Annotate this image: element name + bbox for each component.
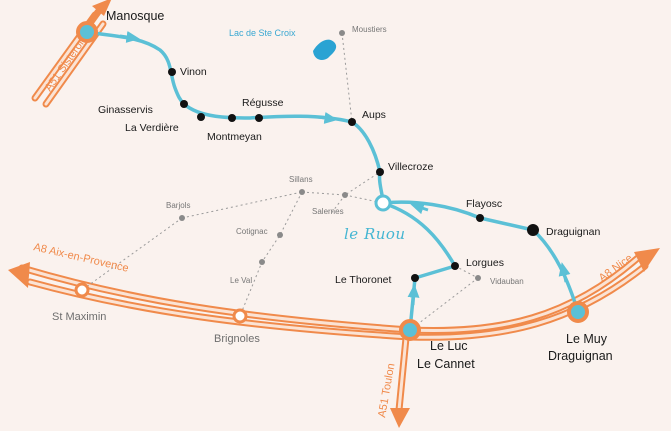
marker-salernes bbox=[342, 192, 348, 198]
marker-lorgues bbox=[451, 262, 459, 270]
marker-moustiers bbox=[339, 30, 345, 36]
label-manosque: Manosque bbox=[106, 9, 164, 23]
marker-le-val bbox=[259, 259, 265, 265]
marker-aups bbox=[348, 118, 356, 126]
label-le-ruou: le Ruou bbox=[344, 225, 406, 243]
label-barjols: Barjols bbox=[166, 201, 190, 210]
label-salernes: Salernes bbox=[312, 207, 344, 216]
marker-vinon bbox=[168, 68, 176, 76]
label-la-verdiere: La Verdière bbox=[125, 122, 179, 134]
route-arrow-icon bbox=[119, 30, 140, 43]
marker-flayosc bbox=[476, 214, 484, 222]
arrow-a51-sisteron-icon bbox=[92, 0, 112, 16]
label-lorgues: Lorgues bbox=[466, 257, 504, 269]
label-brignoles: Brignoles bbox=[214, 333, 260, 345]
label-vidauban: Vidauban bbox=[490, 277, 524, 286]
label-le-val: Le Val bbox=[230, 276, 252, 285]
marker-draguignan bbox=[527, 224, 539, 236]
marker-vidauban bbox=[475, 275, 481, 281]
label-moustiers: Moustiers bbox=[352, 25, 387, 34]
label-le-muy: Le Muy bbox=[566, 332, 608, 346]
town-markers bbox=[74, 21, 589, 341]
marker-barjols bbox=[179, 215, 185, 221]
label-st-maximin: St Maximin bbox=[52, 311, 106, 323]
route-arrow-icon bbox=[410, 202, 429, 215]
label-le-thoronet: Le Thoronet bbox=[335, 274, 392, 286]
label-a8-aix: A8 Aix-en-Provence bbox=[32, 241, 129, 275]
label-regusse: Régusse bbox=[242, 97, 284, 109]
highway-a51-south bbox=[390, 334, 410, 428]
label-vinon: Vinon bbox=[180, 66, 207, 78]
marker-cotignac bbox=[277, 232, 283, 238]
label-ginasservis: Ginasservis bbox=[98, 104, 153, 116]
route-arrow-icon bbox=[558, 262, 571, 283]
route-arrow-icon bbox=[317, 111, 338, 124]
marker-villecroze bbox=[376, 168, 384, 176]
label-le-muy-draguignan: Draguignan bbox=[548, 349, 613, 363]
lake-ste-croix bbox=[313, 39, 337, 60]
label-a51-sisteron: A51 Sisteron bbox=[43, 35, 89, 93]
arrow-a8-east-icon bbox=[634, 248, 660, 272]
arrow-a51-toulon-icon bbox=[390, 408, 410, 428]
marker-le-ruou bbox=[374, 194, 392, 212]
label-aups: Aups bbox=[362, 109, 386, 121]
marker-le-luc bbox=[399, 319, 421, 341]
arrow-a8-west-icon bbox=[8, 262, 30, 288]
marker-manosque bbox=[76, 21, 98, 43]
marker-ginasservis bbox=[180, 100, 188, 108]
marker-sillans bbox=[299, 189, 305, 195]
marker-la-verdiere bbox=[197, 113, 205, 121]
label-montmeyan: Montmeyan bbox=[207, 131, 262, 143]
label-flayosc: Flayosc bbox=[466, 198, 502, 210]
label-le-luc: Le Luc bbox=[430, 339, 468, 353]
label-lac-ste-croix: Lac de Ste Croix bbox=[229, 28, 296, 38]
label-cotignac: Cotignac bbox=[236, 227, 268, 236]
labels: A51 Sisteron A8 Aix-en-Provence A8 Nice … bbox=[32, 9, 635, 419]
marker-st-maximin bbox=[74, 282, 90, 298]
marker-le-muy bbox=[567, 301, 589, 323]
marker-montmeyan bbox=[228, 114, 236, 122]
label-villecroze: Villecroze bbox=[388, 161, 433, 173]
marker-regusse bbox=[255, 114, 263, 122]
label-draguignan: Draguignan bbox=[546, 226, 600, 238]
marker-le-thoronet bbox=[411, 274, 419, 282]
label-le-cannet: Le Cannet bbox=[417, 357, 475, 371]
route-arrow-icon bbox=[407, 284, 420, 306]
label-sillans: Sillans bbox=[289, 175, 313, 184]
marker-brignoles bbox=[232, 308, 248, 324]
minor-roads bbox=[81, 32, 479, 331]
